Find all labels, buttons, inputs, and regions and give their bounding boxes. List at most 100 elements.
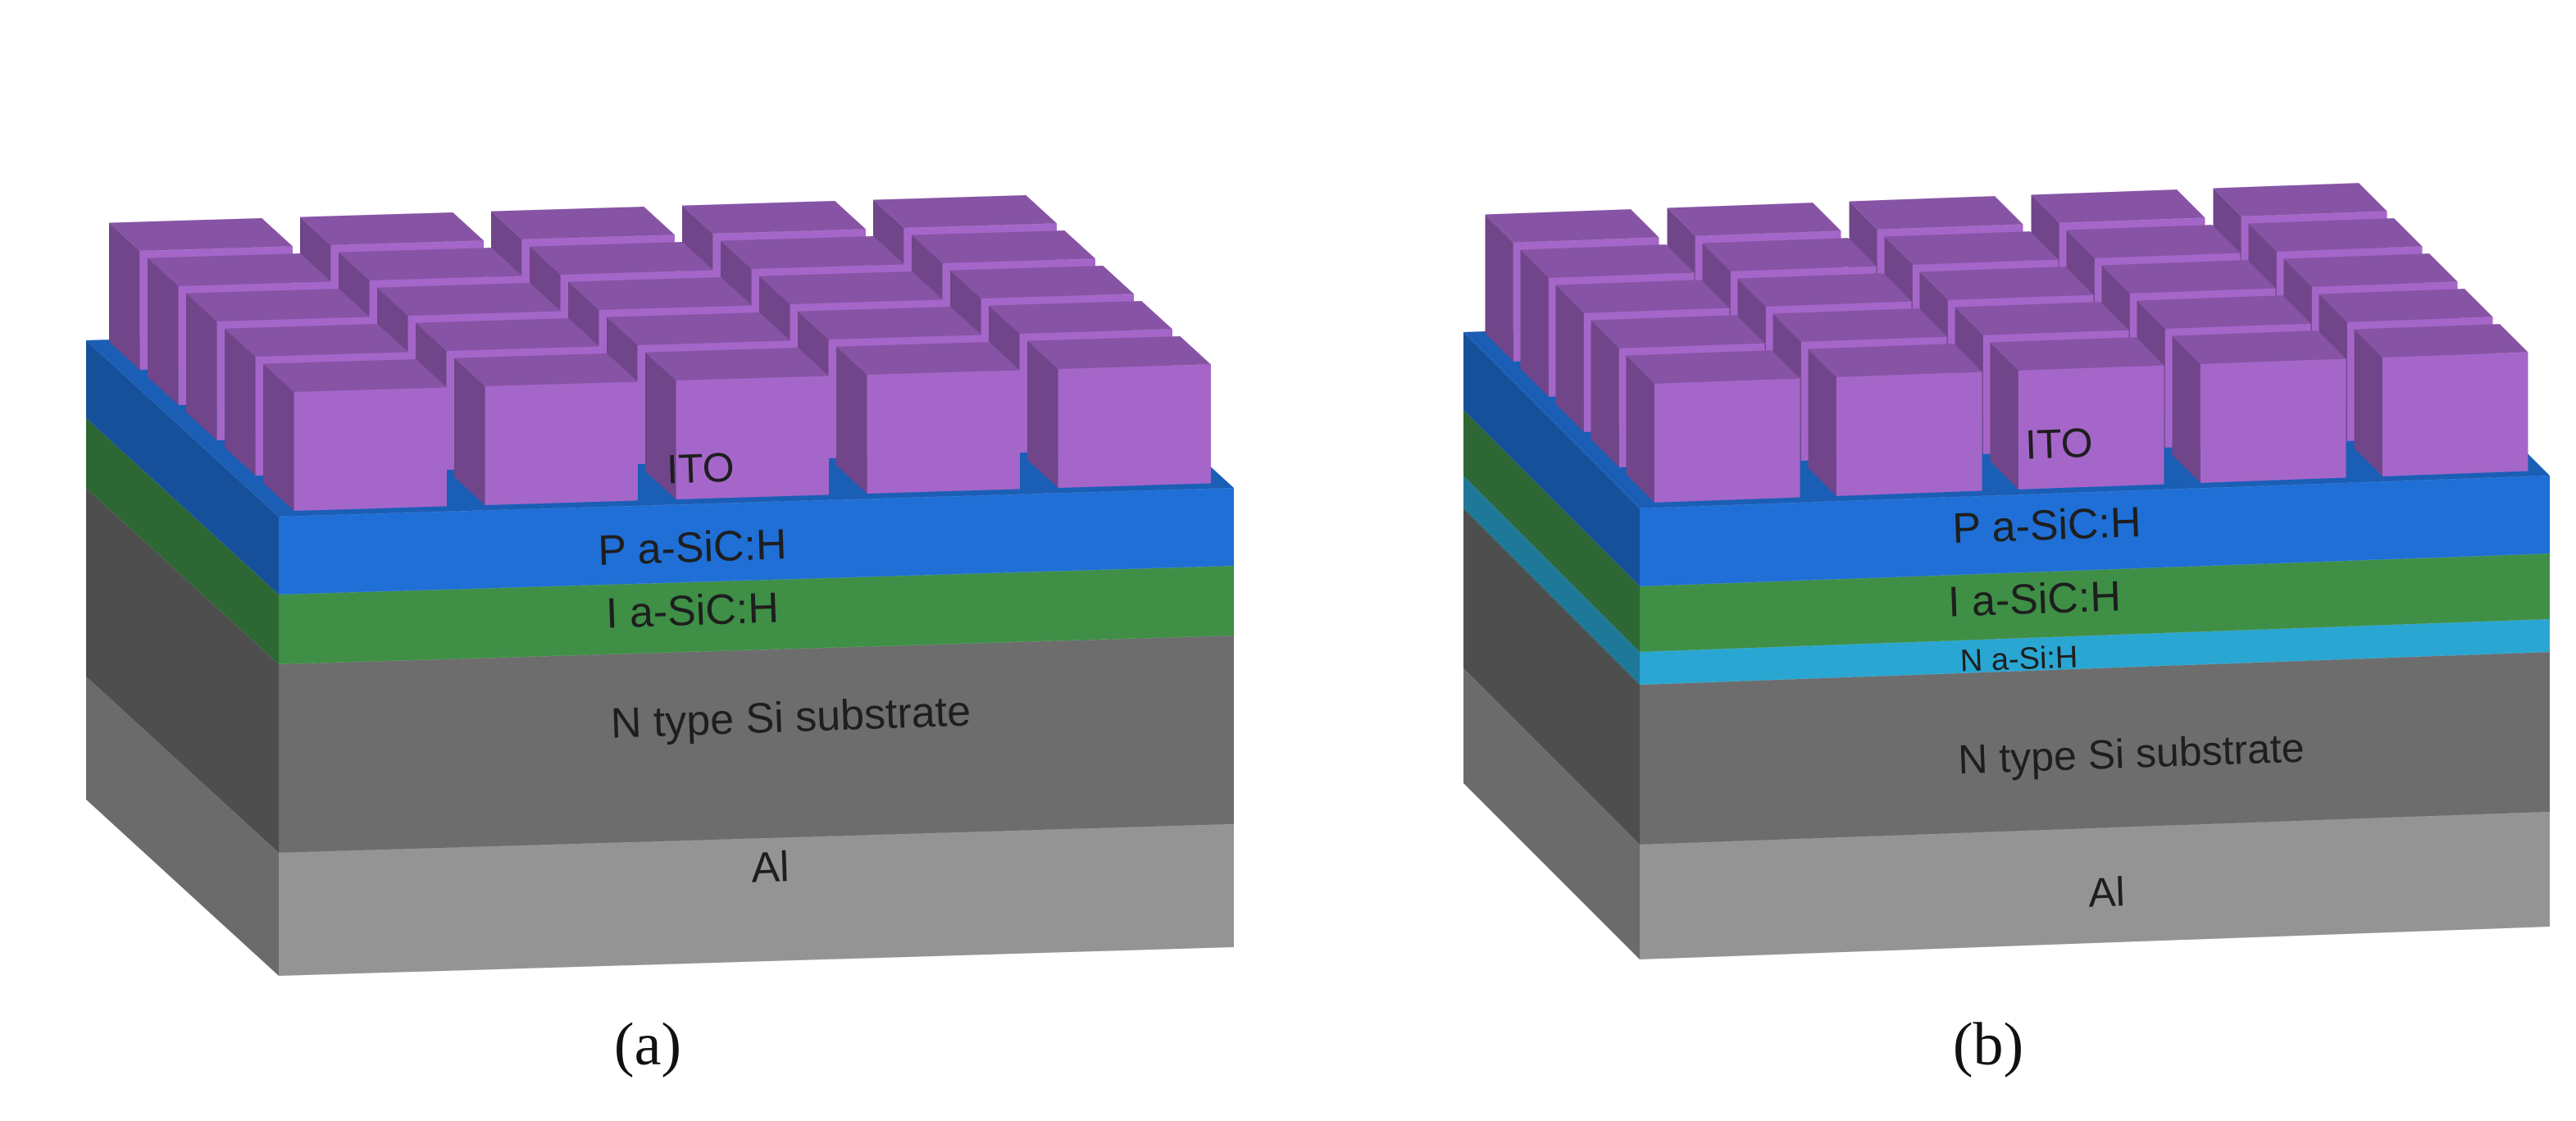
layer-front-face — [1640, 619, 2550, 685]
ito-cube-side — [1485, 214, 1513, 362]
layer-side-face — [86, 340, 279, 595]
ito-cube-top — [721, 236, 904, 269]
panel-a-label-i-layer: I a-SiC:H — [605, 584, 780, 637]
panel-b-label-p-layer: P a-SiC:H — [1951, 499, 2141, 553]
layer-side-face — [86, 677, 279, 976]
ito-cube-top — [225, 324, 408, 357]
ito-cube-top — [2283, 253, 2458, 287]
ito-cube-side — [1555, 285, 1584, 432]
ito-cube-top — [1955, 302, 2129, 335]
panel-a-label-p-layer: P a-SiC:H — [597, 521, 787, 575]
ito-cube-side — [1626, 355, 1654, 503]
ito-cube-top — [607, 312, 790, 345]
ito-cube-top — [416, 318, 599, 351]
ito-cube-side — [1990, 342, 2018, 490]
ito-cube-top — [339, 248, 522, 280]
panel-a-ito-texture — [109, 195, 1211, 511]
ito-cube-top — [1485, 209, 1659, 243]
layer-side-face — [1463, 508, 1640, 845]
ito-cube-top — [454, 353, 638, 386]
ito-cube-top — [1520, 244, 1695, 278]
ito-cube-top — [1884, 231, 2059, 265]
ito-cube-top — [2319, 289, 2493, 322]
layer-front-face — [279, 824, 1234, 976]
ito-cube-side — [2172, 335, 2201, 483]
ito-cube-top — [2248, 218, 2423, 252]
ito-cube-top — [798, 307, 981, 339]
ito-cube-top — [109, 218, 293, 251]
layer-side-face — [1463, 332, 1640, 586]
panel-a-label-ito: ITO — [666, 444, 735, 493]
layer-side-face — [1463, 410, 1640, 652]
ito-cube-side — [645, 352, 676, 499]
ito-cube-side — [454, 358, 485, 505]
ito-cube-top — [263, 359, 447, 392]
ito-cube-front — [2382, 352, 2528, 476]
ito-cube-top — [530, 242, 713, 275]
panel-b-label-n-layer: N a-Si:H — [1959, 640, 2078, 679]
panel-a-label-al: Al — [750, 843, 790, 892]
ito-cube-front — [1058, 364, 1211, 488]
ito-cube-top — [377, 283, 561, 316]
ito-cube-side — [1808, 349, 1836, 496]
layer-front-face — [279, 566, 1234, 664]
ito-cube-top — [186, 289, 370, 321]
ito-cube-front — [2018, 365, 2164, 490]
ito-cube-side — [225, 328, 256, 476]
panel-a-caption: (a) — [614, 1011, 681, 1078]
ito-cube-top — [300, 212, 484, 245]
panel-b-label-ito: ITO — [2024, 420, 2093, 468]
panel-a-device-stack: (a) ITO P a-SiC:H I a-SiC:H N type Si su… — [86, 195, 1234, 1078]
ito-cube-top — [2172, 330, 2346, 364]
layer-side-face — [1463, 668, 1640, 959]
ito-cube-top — [1919, 267, 2094, 300]
layer-front-face — [279, 636, 1234, 853]
panel-b-ito-texture — [1485, 183, 2528, 503]
ito-cube-top — [2354, 324, 2528, 358]
ito-cube-top — [1737, 273, 1912, 307]
ito-cube-front — [676, 376, 829, 499]
ito-cube-front — [1654, 378, 1800, 503]
ito-cube-side — [836, 346, 867, 494]
ito-cube-top — [1626, 350, 1800, 384]
ito-cube-top — [1808, 344, 1982, 377]
ito-cube-top — [568, 277, 752, 310]
ito-cube-top — [682, 201, 866, 234]
ito-cube-top — [1849, 196, 2023, 230]
ito-cube-front — [867, 370, 1020, 494]
ito-cube-front — [485, 381, 638, 505]
ito-cube-side — [109, 222, 140, 370]
ito-cube-top — [950, 266, 1134, 298]
ito-cube-top — [2213, 183, 2387, 216]
ito-cube-side — [1591, 320, 1619, 467]
ito-cube-top — [148, 253, 331, 286]
ito-cube-top — [2137, 295, 2311, 329]
ito-cube-top — [759, 271, 943, 304]
ito-cube-top — [2031, 189, 2205, 223]
ito-cube-front — [294, 387, 447, 511]
ito-cube-top — [1990, 337, 2164, 371]
ito-cube-top — [491, 207, 675, 239]
ito-cube-front — [2200, 358, 2346, 483]
ito-cube-top — [836, 342, 1020, 375]
layer-side-face — [86, 488, 279, 853]
ito-cube-side — [1027, 340, 1058, 488]
layer-side-face — [1463, 476, 1640, 685]
layer-front-face — [1640, 652, 2550, 845]
ito-cube-top — [1667, 203, 1841, 236]
ito-cube-side — [2354, 329, 2383, 476]
ito-cube-top — [2066, 225, 2241, 258]
ito-cube-side — [186, 293, 217, 440]
ito-cube-top — [1591, 315, 1765, 349]
ito-cube-top — [1702, 238, 1877, 271]
panel-b-label-i-layer: I a-SiC:H — [1947, 572, 2122, 626]
ito-cube-front — [1836, 371, 1982, 496]
ito-cube-top — [1773, 308, 1947, 342]
panel-b-label-al: Al — [2087, 868, 2125, 916]
panel-b-device-stack: (b) ITO P a-SiC:H I a-SiC:H N a-Si:H N t… — [1463, 183, 2550, 1078]
ito-cube-side — [263, 363, 294, 511]
ito-cube-side — [148, 257, 179, 405]
ito-cube-top — [989, 301, 1172, 334]
ito-cube-top — [873, 195, 1057, 228]
